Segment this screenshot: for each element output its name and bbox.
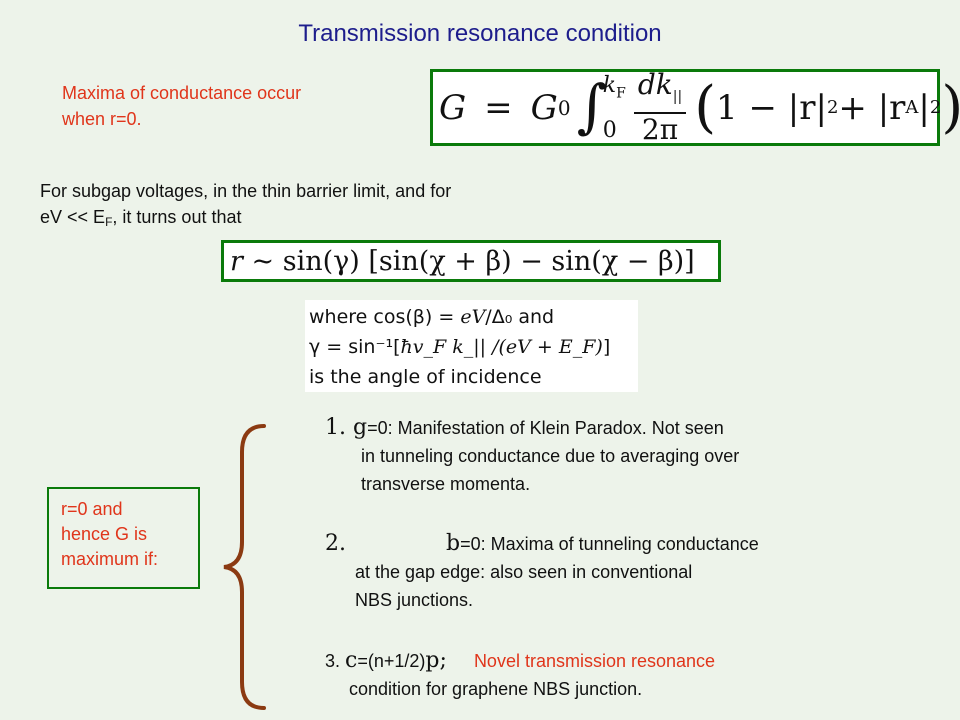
subgap-text: For subgap voltages, in the thin barrier… (40, 178, 660, 235)
close-paren: ) (941, 79, 960, 136)
condition-box: r=0 and hence G is maximum if: (47, 487, 200, 589)
eq-g-g0: G (530, 87, 558, 128)
eq-g-ra-sub: A (905, 97, 919, 118)
eq-r-lhs: r (230, 245, 243, 277)
eq-r-sim: ~ (242, 245, 283, 277)
where-l1-math: eV (460, 306, 486, 328)
condition-line-2: hence G is (61, 524, 148, 544)
where-l2-math: ħv_F k_|| /(eV + E_F) (400, 336, 603, 358)
where-line-1: where cos(β) = eV/Δ₀ and (309, 302, 634, 332)
item1-line-3: transverse momenta. (361, 474, 531, 494)
where-l2-post: ] (602, 336, 611, 358)
subgap-line-2-post: , it turns out that (112, 207, 242, 227)
item2-glyph: 2. (325, 531, 346, 556)
item2-line-3: NBS junctions. (355, 590, 474, 610)
eq-g-equals: = (484, 87, 513, 128)
definitions-box: where cos(β) = eV/Δ₀ and γ = sin⁻¹[ħv_F … (305, 300, 638, 392)
reflection-equation: r ~ sin(γ) [sin(χ + β) − sin(χ − β)] (221, 240, 721, 282)
where-l1-pre: where cos(β) = (309, 306, 461, 328)
subgap-line-1: For subgap voltages, in the thin barrier… (40, 181, 452, 201)
frac-num-sub: || (672, 88, 683, 105)
where-line-3: is the angle of incidence (309, 366, 542, 388)
condition-item-3: 3. c=(n+1/2)p; Novel transmission resona… (325, 647, 925, 703)
where-l1-post: /Δ₀ and (485, 306, 555, 328)
eq-g-plus: + |r (838, 87, 906, 128)
item3-line-2: condition for graphene NBS junction. (349, 679, 643, 699)
item3-red-text: Novel transmission resonance (473, 651, 716, 671)
condition-item-2: 2. b=0: Maxima of tunneling conductance a… (325, 530, 925, 614)
item3-glyph: c (345, 648, 358, 673)
condition-item-1: 1. g=0: Manifestation of Klein Paradox. … (325, 414, 925, 498)
int-upper-sub: F (616, 84, 626, 101)
eq-g-bar: | (918, 87, 930, 128)
eq-g-body: 1 − |r| (716, 87, 827, 128)
subgap-line-2-pre: eV << E (40, 207, 106, 227)
fraction: dk|| 2π (633, 67, 687, 147)
integral-limits: kF 0 (603, 73, 626, 143)
item1-line-1: =0: Manifestation of Klein Paradox. Not … (367, 418, 724, 438)
item3-mid: =(n+1/2) (357, 651, 426, 671)
int-upper: k (602, 72, 617, 98)
item2-line-2: at the gap edge: also seen in convention… (355, 562, 693, 582)
condition-line-3: maximum if: (61, 549, 159, 569)
maxima-line-2: when r=0. (62, 109, 142, 129)
item3-glyph-2: p (425, 648, 440, 673)
item1-glyph: 1. g (325, 415, 368, 440)
maxima-note: Maxima of conductance occur when r=0. (62, 80, 392, 132)
frac-num: dk (637, 67, 673, 101)
integral-sign: ∫ (576, 71, 607, 140)
eq-g-sq1: 2 (826, 97, 839, 118)
subgap-line-2: eV << EF, it turns out that (40, 204, 660, 235)
where-l2-pre: γ = sin⁻¹[ (309, 336, 401, 358)
item1-line-2: in tunneling conductance due to averagin… (361, 446, 740, 466)
item2-line-1: =0: Maxima of tunneling conductance (460, 534, 759, 554)
condition-line-1: r=0 and (61, 499, 123, 519)
open-paren: ( (694, 74, 717, 140)
item2-glyph-2: b (446, 531, 461, 556)
eq-g-g0-sub: 0 (557, 95, 571, 120)
curly-brace-icon (223, 424, 266, 710)
item3-glyph-3: ; (439, 648, 447, 673)
where-line-2: γ = sin⁻¹[ħv_F k_|| /(eV + E_F)] (309, 332, 634, 362)
eq-g-sq2: 2 (929, 97, 942, 118)
maxima-line-1: Maxima of conductance occur (62, 83, 302, 103)
slide-title: Transmission resonance condition (298, 20, 662, 47)
eq-g-lhs: G (439, 87, 467, 128)
int-lower: 0 (602, 117, 617, 143)
frac-den: 2π (641, 113, 679, 147)
subgap-line-2-sub: F (105, 215, 113, 229)
item3-num: 3. (325, 651, 341, 671)
eq-r-rhs: sin(γ) [sin(χ + β) − sin(χ − β)] (282, 245, 695, 277)
